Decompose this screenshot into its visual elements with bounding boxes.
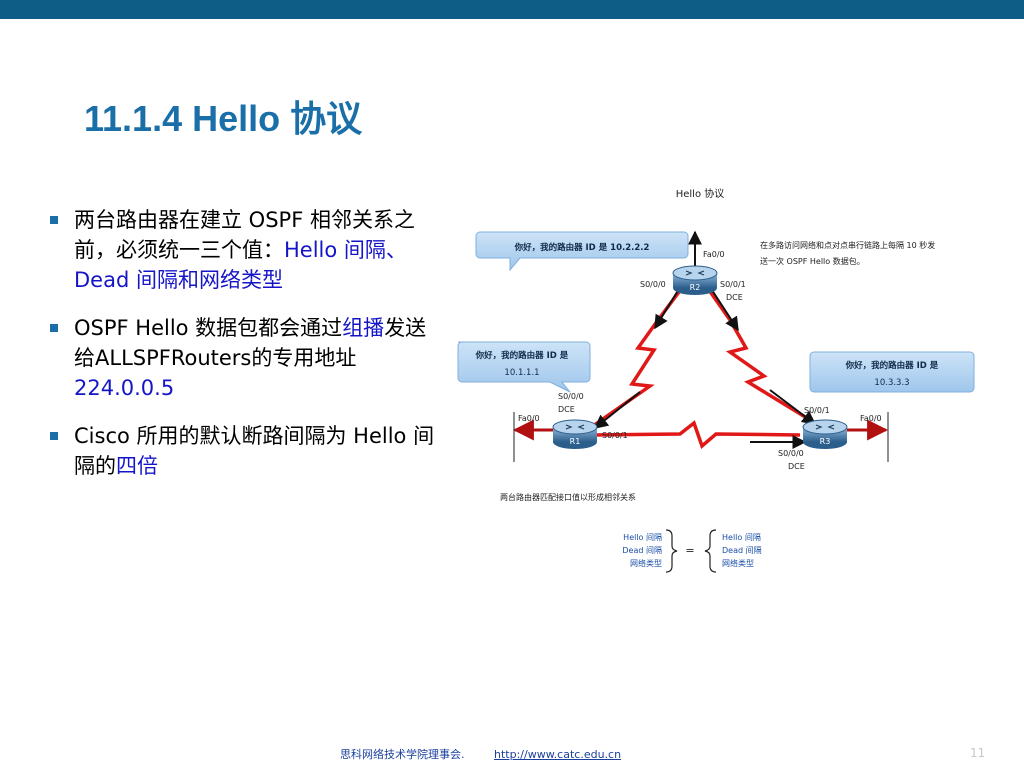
- match-left-item: 网络类型: [630, 558, 662, 568]
- serial-link-r1-r2: [588, 278, 690, 430]
- if-label-r1-s1: S0/0/1: [602, 431, 628, 440]
- router-r1: R1: [552, 419, 598, 449]
- bullet-item: OSPF Hello 数据包都会通过组播发送给ALLSPFRouters的专用地…: [46, 313, 446, 403]
- hello-protocol-diagram: Hello 协议 在多路访问网络和点对点串行链路上每隔 10 秒发 送一次 OS…: [457, 187, 975, 573]
- callout-text-r2: 你好，我的路由器 ID 是 10.2.2.2: [514, 242, 650, 253]
- bullet-item: 两台路由器在建立 OSPF 相邻关系之前，必须统一三个值：Hello 间隔、De…: [46, 205, 446, 295]
- hello-arrow: [593, 391, 641, 429]
- if-label-r2-fa: Fa0/0: [703, 250, 725, 259]
- hello-interval-note: 在多路访问网络和点对点串行链路上每隔 10 秒发: [760, 240, 935, 250]
- hello-arrow: [769, 389, 817, 425]
- bullet-list: 两台路由器在建立 OSPF 相邻关系之前，必须统一三个值：Hello 间隔、De…: [46, 205, 446, 499]
- bullet-text: Cisco 所用的默认断路间隔为 Hello 间隔的: [74, 424, 435, 478]
- if-label-r2-s1: S0/0/1: [720, 280, 746, 289]
- callout-r2: 你好，我的路由器 ID 是 10.2.2.2: [475, 231, 689, 272]
- match-right-item: Dead 间隔: [722, 546, 762, 555]
- router-label-r2: R2: [690, 283, 701, 292]
- bullet-highlight: 四倍: [116, 454, 158, 478]
- if-label-r2-dce: DCE: [726, 293, 743, 302]
- callout-text-r1: 你好，我的路由器 ID 是: [475, 350, 569, 361]
- callout-r3: 你好，我的路由器 ID 是 10.3.3.3: [809, 351, 975, 393]
- callout-r1: 你好，我的路由器 ID 是 10.1.1.1: [457, 341, 591, 393]
- if-label-r3-s1: S0/0/1: [804, 406, 830, 415]
- match-right-item: 网络类型: [722, 558, 754, 568]
- hello-interval-note-2: 送一次 OSPF Hello 数据包。: [760, 256, 865, 266]
- callout-text-r3-id: 10.3.3.3: [874, 378, 909, 388]
- match-left-item: Hello 间隔: [623, 533, 662, 542]
- if-label-r3-fa: Fa0/0: [860, 414, 882, 423]
- router-r3: R3: [802, 419, 848, 449]
- if-label-r1-s0: S0/0/0: [558, 392, 584, 401]
- callout-text-r1-id: 10.1.1.1: [504, 368, 539, 378]
- bullet-square-icon: [50, 216, 58, 224]
- match-right-item: Hello 间隔: [722, 533, 761, 542]
- match-left-item: Dead 间隔: [622, 546, 662, 555]
- bullet-square-icon: [50, 432, 58, 440]
- bullet-text: 发送给ALLSPFRouters的专用地址: [74, 316, 427, 370]
- if-label-r2-s0: S0/0/0: [640, 280, 666, 289]
- bullet-text: 两台路由器在建立 OSPF 相邻关系之前，必须统一三个值：: [74, 208, 415, 262]
- router-label-r3: R3: [820, 437, 831, 446]
- if-label-r3-dce: DCE: [788, 462, 805, 471]
- footer: 思科网络技术学院理事会. http://www.catc.edu.cn: [340, 746, 621, 762]
- bullet-item: Cisco 所用的默认断路间隔为 Hello 间隔的四倍: [46, 421, 446, 481]
- footer-org: 思科网络技术学院理事会.: [340, 748, 465, 761]
- bullet-text: OSPF Hello 数据包都会通过: [74, 316, 343, 340]
- match-caption: 两台路由器匹配接口值以形成相邻关系: [500, 492, 636, 502]
- slide-title: 11.1.4 Hello 协议: [84, 98, 363, 139]
- router-label-r1: R1: [570, 437, 581, 446]
- right-brace: [704, 529, 717, 573]
- bullet-square-icon: [50, 324, 58, 332]
- diagram-title: Hello 协议: [676, 187, 725, 200]
- if-label-r1-fa: Fa0/0: [518, 414, 540, 423]
- if-label-r3-s0: S0/0/0: [778, 449, 804, 458]
- callout-text-r3: 你好，我的路由器 ID 是: [845, 360, 939, 371]
- top-banner: [0, 0, 1024, 19]
- router-r2: R2: [672, 265, 718, 295]
- if-label-r1-dce: DCE: [558, 405, 575, 414]
- bullet-highlight: 组播: [342, 316, 385, 340]
- left-brace: [665, 529, 678, 573]
- page-number: 11: [970, 746, 986, 760]
- match-equals: =: [685, 544, 694, 557]
- bullet-highlight: Hello 间隔、Dead 间隔和网络类型: [74, 238, 407, 292]
- bullet-highlight: 224.0.0.5: [74, 376, 175, 400]
- serial-link-r1-r3: [594, 420, 801, 449]
- footer-link[interactable]: http://www.catc.edu.cn: [494, 748, 622, 761]
